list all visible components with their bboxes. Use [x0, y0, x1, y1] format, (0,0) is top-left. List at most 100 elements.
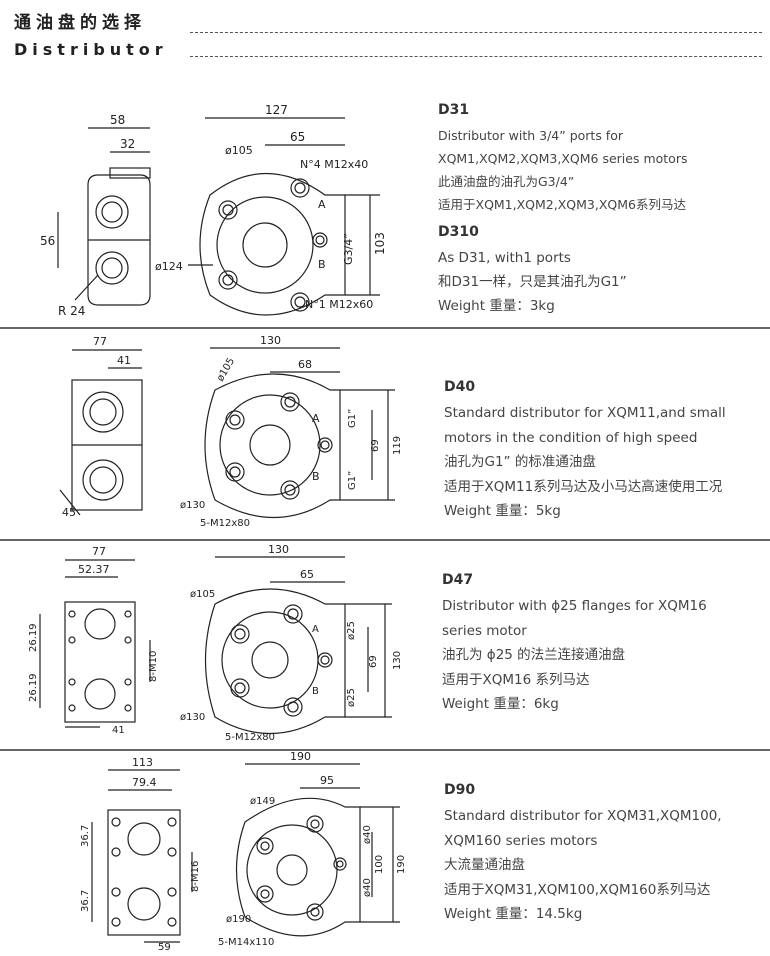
dim-32: 32 — [120, 137, 135, 151]
dim-m16: 8-M16 — [190, 861, 201, 892]
desc-line: Weight 重量：3kg — [438, 298, 555, 314]
dim-59: 59 — [158, 942, 171, 953]
section-divider — [0, 749, 770, 751]
dim-58: 58 — [110, 113, 125, 127]
desc-line: 适用于XQM16 系列马达 — [442, 671, 590, 688]
dim-103: 103 — [373, 232, 387, 255]
dim-d149: ø149 — [250, 796, 275, 807]
dim-130-v: 130 — [392, 651, 403, 670]
dim-d40-a: ø40 — [362, 825, 373, 844]
dim-d130: ø130 — [180, 500, 205, 511]
dim-bolts: 5-M12x80 — [225, 732, 275, 743]
dim-45: 45 — [62, 506, 76, 519]
dim-119: 119 — [392, 436, 403, 455]
desc-line: 油孔为G1” 的标准通油盘 — [444, 454, 596, 470]
model-code: D90 — [444, 782, 476, 798]
desc-line: series motor — [442, 622, 527, 639]
desc-line: Standard distributor for XQM11,and small — [444, 405, 726, 421]
dim-69: 69 — [368, 655, 379, 668]
desc-line: As D31, with1 ports — [438, 250, 571, 266]
port-b-label: B — [318, 258, 326, 271]
desc-line: Weight 重量：6kg — [442, 696, 559, 712]
port-a-label: A — [312, 624, 319, 635]
dim-g34: G3/4” — [342, 233, 355, 265]
dim-367-b: 36.7 — [80, 890, 91, 912]
desc-line: 适用于XQM31,XQM100,XQM160系列马达 — [444, 881, 711, 898]
dim-69: 69 — [370, 439, 381, 452]
dim-g1-a: G1” — [347, 409, 358, 428]
dim-41: 41 — [112, 725, 125, 736]
dim-d40-b: ø40 — [362, 878, 373, 897]
desc-line: Distributor with ϕ25 flanges for XQM16 — [442, 598, 707, 614]
model-code: D31 — [438, 102, 470, 118]
drawing-d40: 77 41 45 130 68 ø105 A B G1” G1” 69 119 … — [59, 334, 403, 529]
desc-line: Weight 重量：5kg — [444, 503, 561, 519]
dim-n4: N°4 M12x40 — [300, 158, 368, 171]
dim-5237: 52.37 — [78, 563, 110, 576]
dim-g1-b: G1” — [347, 471, 358, 490]
page-title-cn: 通油盘的选择 — [14, 13, 146, 33]
page-header: 通油盘的选择 Distributor — [0, 0, 770, 62]
desc-line: 适用于XQM1,XQM2,XQM3,XQM6系列马达 — [438, 197, 686, 212]
desc-line: motors in the condition of high speed — [444, 429, 698, 446]
dim-d130: ø130 — [180, 712, 205, 723]
port-a-label: A — [318, 198, 326, 211]
header-dash-line-2 — [190, 56, 762, 57]
dim-d25-a: ø25 — [346, 621, 357, 640]
section-divider — [0, 327, 770, 329]
dim-d25-b: ø25 — [346, 688, 357, 707]
header-dash-line — [190, 32, 762, 33]
dim-190: 190 — [290, 752, 311, 763]
section-d31: 58 32 56 R 24 127 65 ø105 N°4 M12x40 A B… — [0, 90, 770, 326]
dim-d190: ø190 — [226, 914, 251, 925]
dim-367-a: 36.7 — [80, 825, 91, 847]
dim-d105: ø105 — [190, 589, 215, 600]
dim-68: 68 — [298, 358, 312, 371]
description-d40: D40 Standard distributor for XQM11,and s… — [444, 379, 726, 524]
dim-127: 127 — [265, 103, 288, 117]
dim-bolts: 5-M12x80 — [200, 518, 250, 529]
dim-190-v: 190 — [396, 855, 407, 874]
desc-line: Distributor with 3/4” ports for — [438, 128, 623, 143]
section-d40: 77 41 45 130 68 ø105 A B G1” G1” 69 119 … — [0, 330, 770, 538]
dim-77: 77 — [92, 545, 106, 558]
drawing-d90: 113 79.4 36.7 36.7 8-M16 59 190 95 ø149 … — [80, 752, 407, 953]
dim-2619-a: 26.19 — [28, 623, 39, 652]
dim-bolts: 5-M14x110 — [218, 937, 274, 948]
description-d47: D47 Distributor with ϕ25 flanges for XQM… — [442, 572, 707, 717]
model-code: D47 — [442, 572, 474, 588]
dim-100: 100 — [374, 855, 385, 874]
dim-113: 113 — [132, 756, 153, 769]
page-title-en: Distributor — [14, 40, 168, 59]
dim-d124: ø124 — [155, 260, 183, 273]
description-d90: D90 Standard distributor for XQM31,XQM10… — [444, 782, 722, 927]
dim-130: 130 — [260, 334, 281, 347]
port-b-label: B — [312, 470, 320, 483]
dim-65: 65 — [290, 130, 305, 144]
desc-line: XQM1,XQM2,XQM3,XQM6 series motors — [438, 151, 688, 166]
dim-56: 56 — [40, 234, 55, 248]
dim-r24: R 24 — [58, 304, 85, 318]
dim-n1: N°1 M12x60 — [305, 298, 373, 311]
dim-65: 65 — [300, 568, 314, 581]
section-d47: 77 52.37 26.19 26.19 8-M10 41 130 65 ø10… — [0, 542, 770, 748]
dim-2619-b: 26.19 — [28, 673, 39, 702]
model-code: D310 — [438, 224, 479, 240]
dim-95: 95 — [320, 774, 334, 787]
desc-line: Weight 重量：14.5kg — [444, 906, 583, 922]
dim-794: 79.4 — [132, 776, 157, 789]
dim-77: 77 — [93, 335, 107, 348]
section-d90: 113 79.4 36.7 36.7 8-M16 59 190 95 ø149 … — [0, 752, 770, 956]
model-code: D40 — [444, 379, 476, 395]
dim-m10: 8-M10 — [148, 651, 159, 682]
desc-line: XQM160 series motors — [444, 832, 598, 849]
desc-line: 大流量通油盘 — [444, 857, 525, 873]
dim-d105: ø105 — [225, 144, 253, 157]
port-a-label: A — [312, 412, 320, 425]
desc-line: Standard distributor for XQM31,XQM100, — [444, 808, 722, 824]
desc-line: 油孔为 ϕ25 的法兰连接通油盘 — [442, 647, 626, 663]
dim-d105: ø105 — [215, 356, 237, 383]
description-d31: D31 Distributor with 3/4” ports for XQM1… — [438, 102, 687, 318]
dim-41: 41 — [117, 354, 131, 367]
dim-130: 130 — [268, 543, 289, 556]
